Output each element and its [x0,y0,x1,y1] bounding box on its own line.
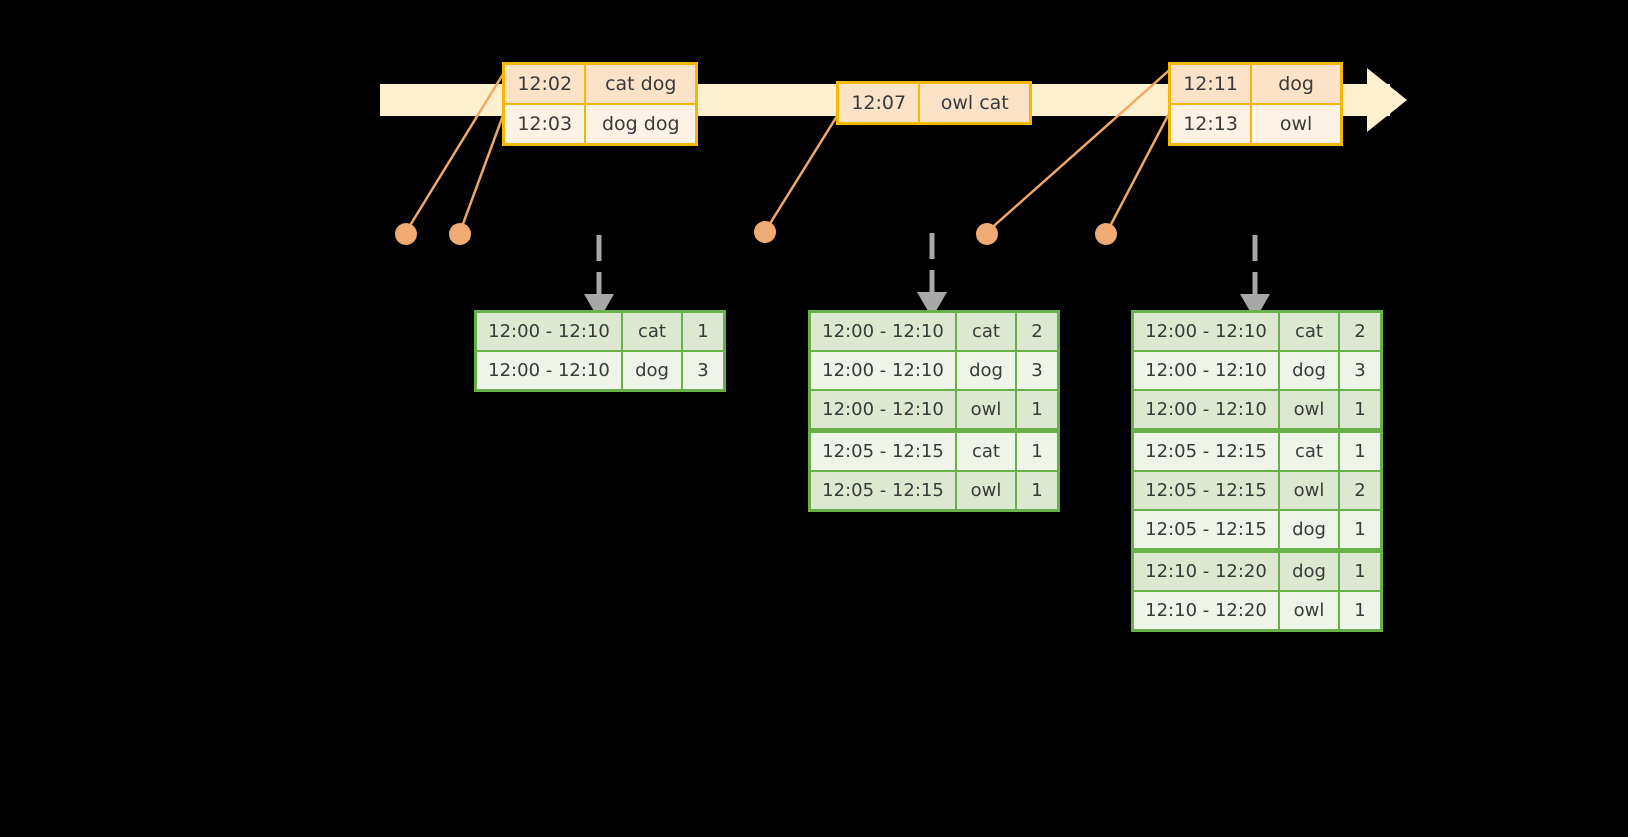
event-dot-4 [976,223,998,245]
word-cell: owl [1280,592,1340,629]
word-cell: dog [957,352,1017,389]
event-dot-3 [754,221,776,243]
count-cell: 1 [697,321,709,342]
word-cell: cat [1280,313,1340,350]
event-time: 12:03 [505,105,587,143]
window-cell: 12:00 - 12:10 [477,352,623,389]
count-cell: 1 [1031,480,1043,501]
word-cell: owl [1280,391,1340,428]
count-cell: 1 [1354,399,1366,420]
window-cell: 12:00 - 12:10 [1134,352,1280,389]
event-row[interactable]: 12:13 owl [1171,103,1340,143]
word-cell: cat [623,313,683,350]
window-cell: 12:10 - 12:20 [1134,553,1280,590]
event-time: 12:02 [505,65,587,103]
word-cell: cat [1280,433,1340,470]
count-cell: 1 [1354,561,1366,582]
word-cell: dog [1280,553,1340,590]
word-cell: owl [957,472,1017,509]
event-row[interactable]: 12:03 dog dog [505,103,695,143]
word-cell: dog [623,352,683,389]
event-words: owl [1279,113,1313,135]
event-time: 12:07 [839,84,921,122]
event-words: cat dog [605,73,677,95]
count-cell: 1 [1354,519,1366,540]
count-cell: 1 [1354,441,1366,462]
connector-event-12-13 [1105,103,1176,233]
event-row[interactable]: 12:07 owl cat [839,84,1029,122]
connector-event-12-07 [764,107,844,231]
word-cell: dog [1280,511,1340,548]
event-box-second[interactable]: 12:07 owl cat [836,81,1032,125]
event-time: 12:11 [1171,65,1253,103]
event-dot-2 [449,223,471,245]
window-cell: 12:00 - 12:10 [811,352,957,389]
connector-event-12-03 [458,101,510,233]
count-cell: 3 [1031,360,1043,381]
window-cell: 12:00 - 12:10 [1134,313,1280,350]
word-cell: cat [957,433,1017,470]
count-cell: 1 [1031,399,1043,420]
word-cell: owl [957,391,1017,428]
event-row[interactable]: 12:02 cat dog [505,65,695,103]
event-dot-1 [395,223,417,245]
count-cell: 2 [1354,321,1366,342]
word-cell: cat [957,313,1017,350]
window-cell: 12:05 - 12:15 [1134,472,1280,509]
event-box-third[interactable]: 12:11 dog 12:13 owl [1168,62,1343,146]
event-box-first[interactable]: 12:02 cat dog 12:03 dog dog [502,62,698,146]
window-cell: 12:05 - 12:15 [1134,511,1280,548]
connector-dots [395,221,1117,245]
window-cell: 12:00 - 12:10 [477,313,623,350]
event-words: owl cat [940,92,1009,114]
count-cell: 2 [1354,480,1366,501]
count-cell: 1 [1031,441,1043,462]
event-dot-5 [1095,223,1117,245]
count-cell: 2 [1031,321,1043,342]
window-cell: 12:00 - 12:10 [811,391,957,428]
emit-arrows [584,233,1270,320]
count-cell: 1 [1354,600,1366,621]
event-words: dog [1278,73,1314,95]
window-cell: 12:05 - 12:15 [811,433,957,470]
event-row[interactable]: 12:11 dog [1171,65,1340,103]
count-cell: 3 [697,360,709,381]
event-time: 12:13 [1171,105,1253,143]
window-cell: 12:10 - 12:20 [1134,592,1280,629]
timeline-arrowhead-icon [1367,68,1407,132]
window-cell: 12:05 - 12:15 [1134,433,1280,470]
window-cell: 12:00 - 12:10 [1134,391,1280,428]
word-cell: owl [1280,472,1340,509]
count-cell: 3 [1354,360,1366,381]
word-cell: dog [1280,352,1340,389]
window-cell: 12:05 - 12:15 [811,472,957,509]
window-cell: 12:00 - 12:10 [811,313,957,350]
event-words: dog dog [601,113,680,135]
